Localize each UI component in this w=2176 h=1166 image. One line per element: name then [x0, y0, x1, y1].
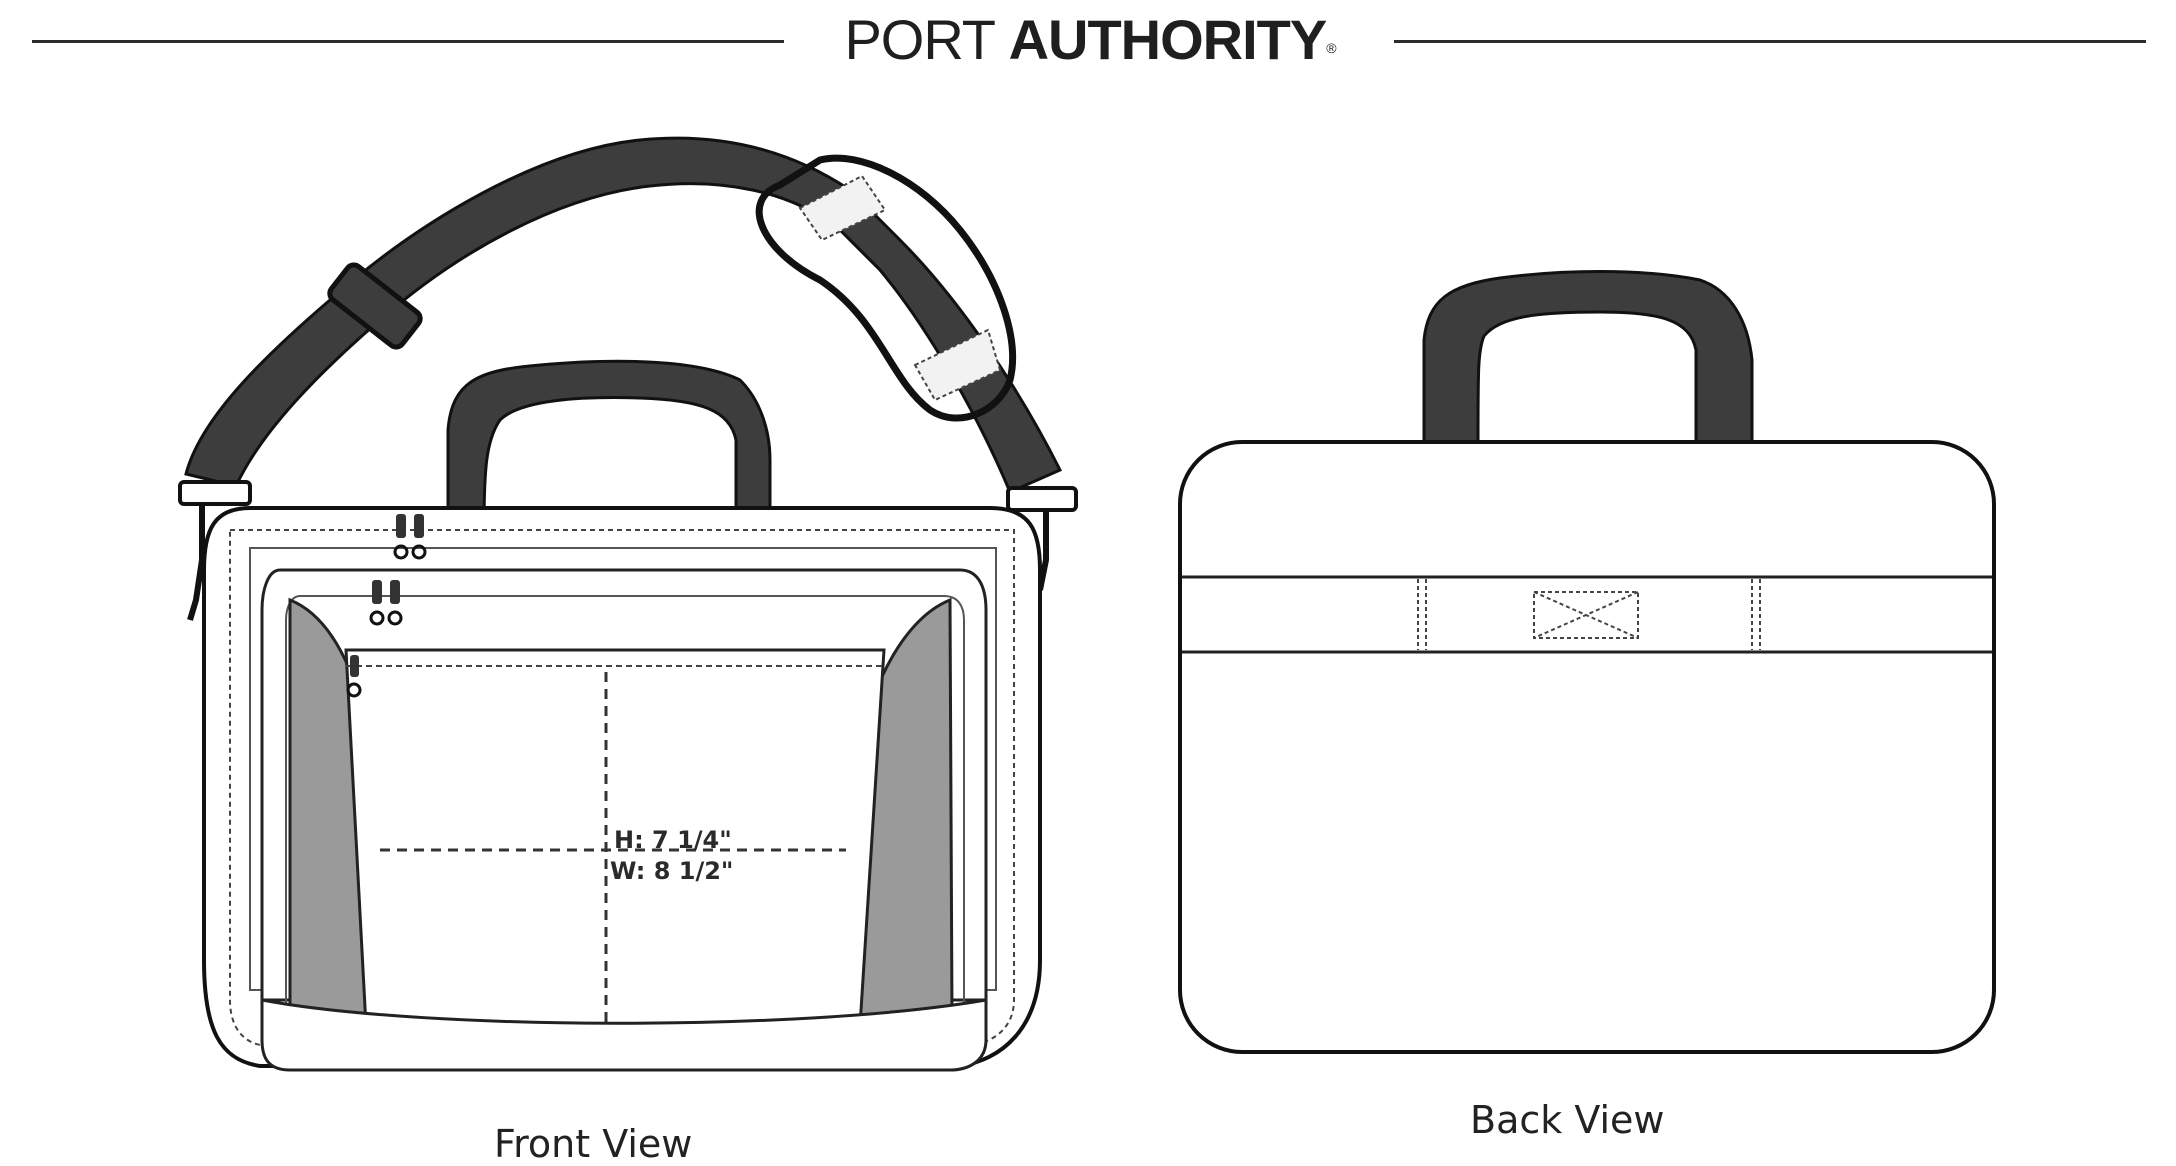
- clip-hook-left: [187, 504, 205, 621]
- brand-name-bold: AUTHORITY: [1008, 8, 1328, 71]
- zipper-pull-middle: [369, 580, 403, 626]
- bag-body-seam-2: [249, 547, 997, 991]
- dimension-width-label: W: 8 1/2": [610, 857, 734, 885]
- back-view-caption: Back View: [1470, 1098, 1665, 1142]
- registered-mark: ®: [1326, 40, 1336, 56]
- strap-pad: [798, 174, 887, 242]
- shoulder-strap: [184, 136, 1063, 494]
- back-body: [1178, 440, 1996, 1054]
- front-view-caption: Front View: [494, 1122, 693, 1166]
- back-view-bag: [1178, 270, 1996, 1054]
- bag-base: [260, 998, 988, 1072]
- back-box-x-stitch: [1533, 591, 1639, 639]
- brand-name-light: PORT: [844, 8, 995, 71]
- back-handle: [1422, 270, 1754, 444]
- dimension-height-label: H: 7 1/4": [614, 826, 732, 854]
- header-rule-right: [1394, 40, 2146, 43]
- zipper-pull-top: [393, 514, 427, 560]
- strap-clip-left: [178, 480, 252, 506]
- header-rule-left: [32, 40, 784, 43]
- front-handle: [446, 359, 772, 532]
- strap-loop: [755, 154, 1017, 422]
- strap-buckle: [327, 262, 423, 350]
- zipper-pull-pocket: [346, 655, 362, 698]
- front-view-bag: [178, 136, 1078, 1072]
- strap-pad-lower: [913, 328, 1002, 402]
- strap-clip-right: [1006, 486, 1078, 512]
- brand-logo: PORT AUTHORITY®: [810, 4, 1370, 84]
